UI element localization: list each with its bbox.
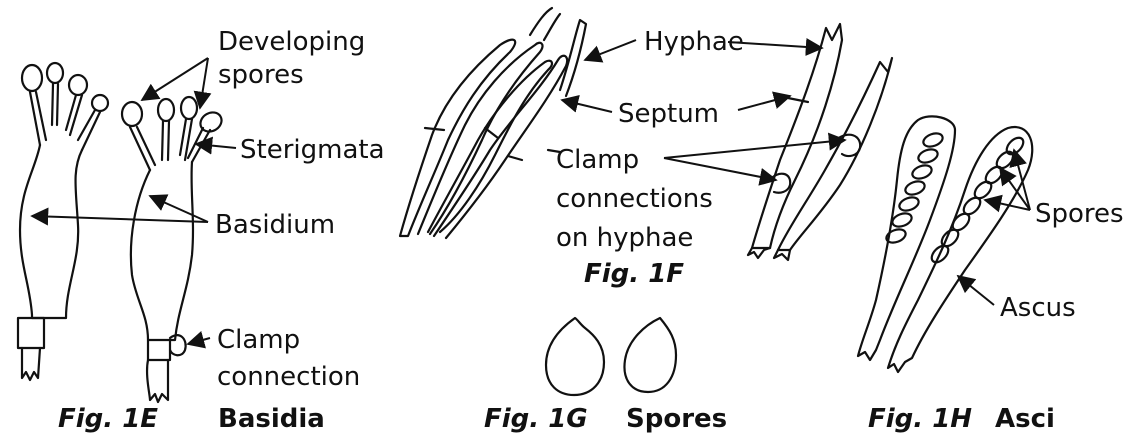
caption-fig-1h-number: Fig. 1H (868, 404, 972, 434)
arrow-developing-spores-right (200, 58, 208, 108)
clamp-connections-line3: on hyphae (556, 223, 693, 253)
spores-asci-label: Spores (1035, 199, 1124, 229)
basidium-right (122, 97, 225, 402)
arrow-spores-1 (1014, 150, 1030, 210)
arrow-septum-left (562, 100, 612, 112)
ascus-label: Ascus (1000, 293, 1076, 323)
sterigmata-label: Sterigmata (240, 135, 385, 165)
caption-fig-1e-title: Basidia (218, 404, 325, 434)
caption-fig-1h-title: Asci (995, 404, 1055, 434)
septum-label: Septum (618, 99, 719, 129)
caption-fig-1e-number: Fig. 1E (58, 404, 158, 434)
arrow-clamp-connection (188, 338, 210, 344)
basidium-label: Basidium (215, 210, 335, 240)
arrow-developing-spores-left (142, 58, 208, 100)
clamp-label-line1: Clamp (217, 325, 300, 355)
caption-fig-1g-number: Fig. 1G (484, 404, 588, 434)
clamp-connections-line1: Clamp (556, 145, 639, 175)
arrow-hyphae-left (585, 40, 636, 60)
spores-fig-1g (546, 318, 676, 395)
arrow-septum-right (738, 96, 790, 110)
clamp-connections-line2: connections (556, 184, 713, 214)
ascus-right (888, 127, 1032, 372)
arrow-basidium-right (150, 196, 208, 222)
developing-label-line1: Developing (218, 27, 365, 57)
arrow-clamp-hyphae-lower (664, 158, 776, 180)
basidium-left (18, 63, 108, 380)
spores-label-line2: spores (218, 60, 304, 90)
arrow-clamp-hyphae-upper (664, 140, 845, 158)
arrow-ascus (958, 276, 994, 305)
connection-label-line2: connection (217, 362, 360, 392)
caption-fig-1f-number: Fig. 1F (584, 259, 684, 289)
arrow-basidium-left (32, 216, 208, 222)
caption-fig-1g-title: Spores (626, 404, 727, 434)
